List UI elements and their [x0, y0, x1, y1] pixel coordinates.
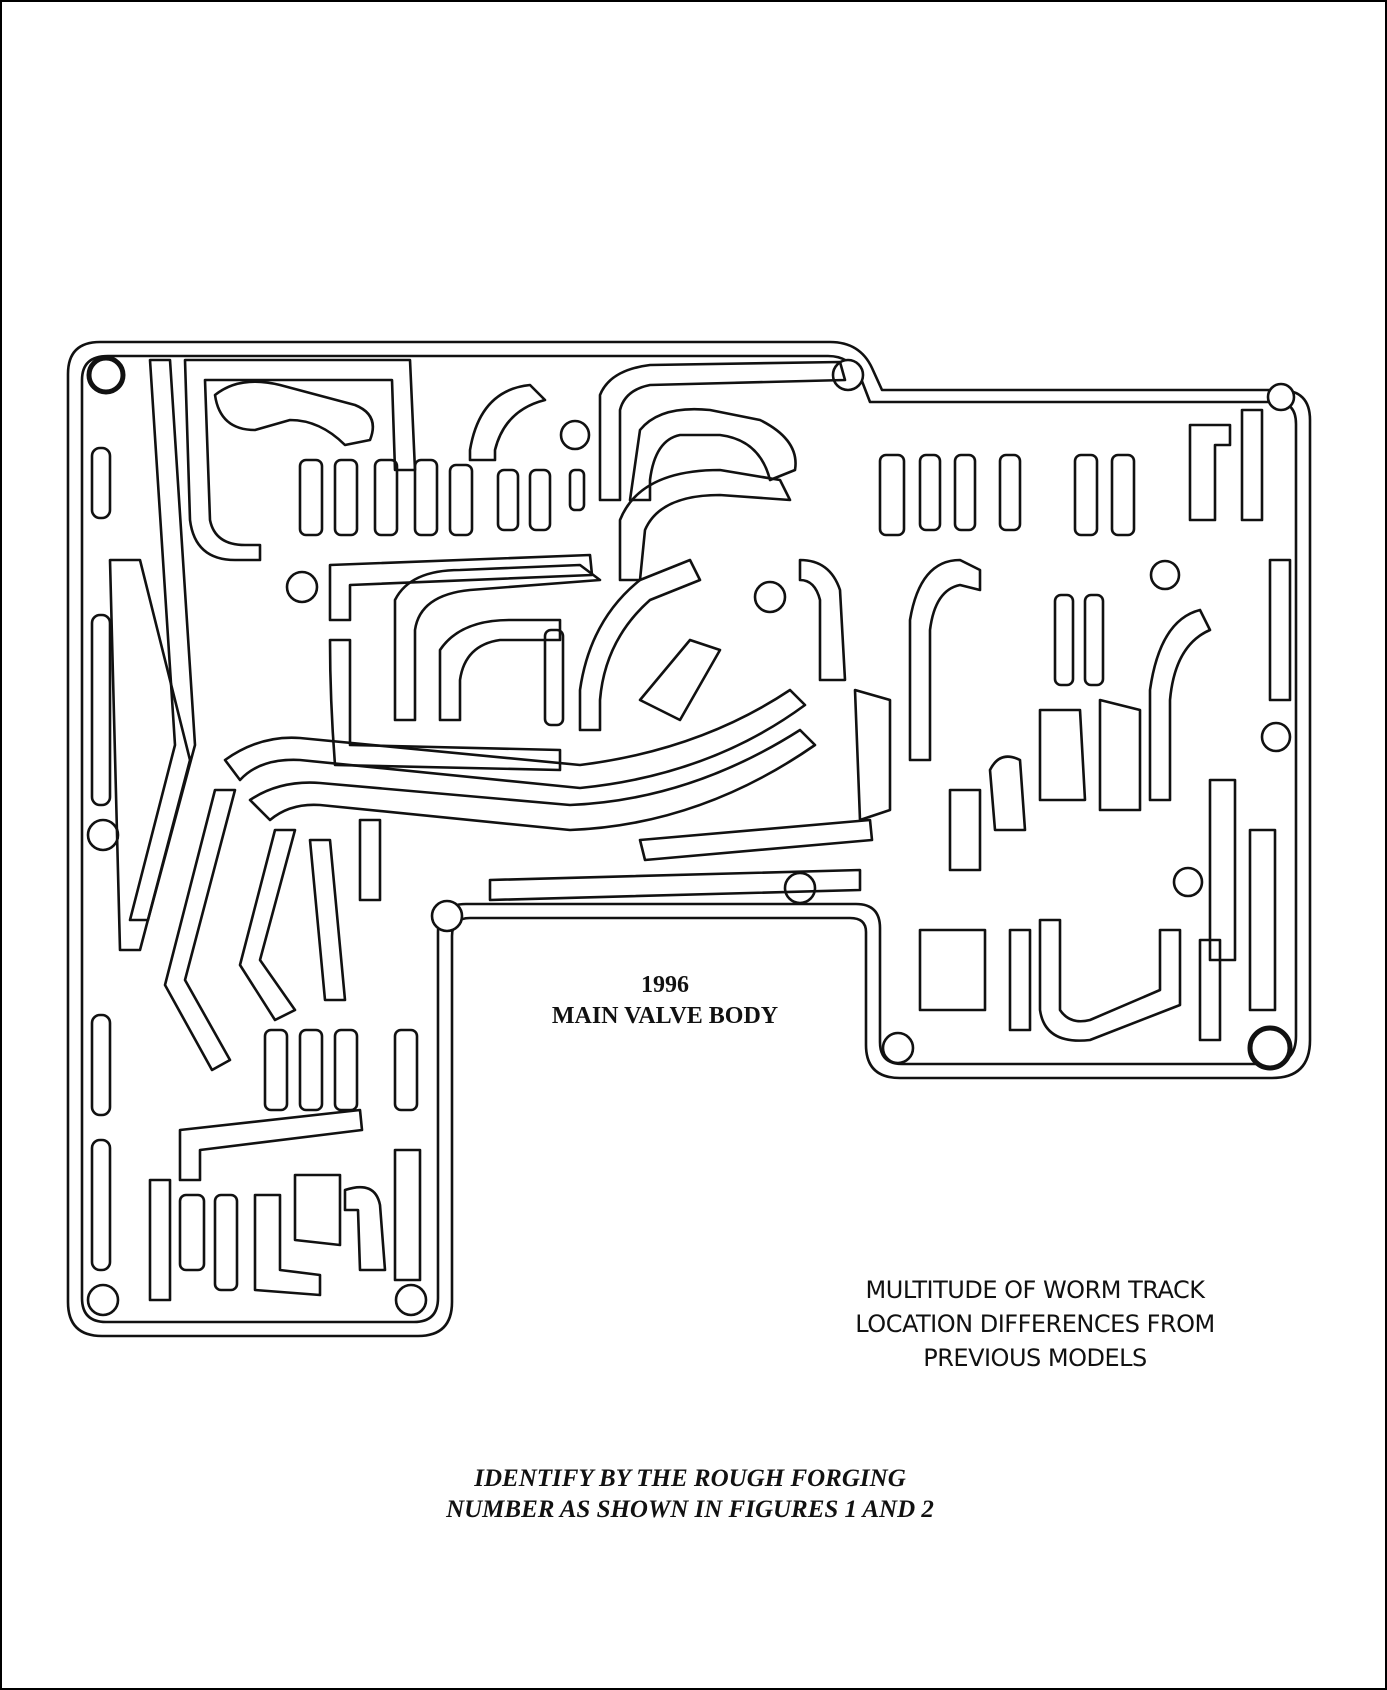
bolt-hole	[1260, 721, 1292, 753]
bolt-hole	[831, 358, 865, 392]
bolt-hole	[881, 1031, 915, 1065]
bolt-hole	[285, 570, 319, 604]
bolt-hole	[559, 419, 591, 451]
diagram-name: MAIN VALVE BODY	[551, 1003, 779, 1029]
instruction-line-1: IDENTIFY BY THE ROUGH FORGING	[474, 1465, 906, 1492]
valve-body-outline	[66, 340, 1312, 1338]
valve-body-inner-border	[80, 354, 1298, 1324]
diagram-note: MULTITUDE OF WORM TRACK LOCATION DIFFERE…	[800, 1273, 1270, 1375]
bolt-hole	[1172, 866, 1204, 898]
identification-instruction: IDENTIFY BY THE ROUGH FORGING NUMBER AS …	[300, 1463, 1080, 1525]
bolt-hole	[86, 818, 120, 852]
bolt-holes	[86, 355, 1296, 1317]
worm-tracks	[90, 358, 1292, 1302]
bolt-hole	[430, 899, 464, 933]
bolt-hole	[86, 1283, 120, 1317]
diagram-year: 1996	[641, 972, 689, 998]
bolt-hole	[753, 580, 787, 614]
note-line-3: PREVIOUS MODELS	[923, 1344, 1147, 1372]
bolt-hole	[394, 1283, 428, 1317]
instruction-line-2: NUMBER AS SHOWN IN FIGURES 1 AND 2	[446, 1496, 934, 1523]
bolt-hole	[86, 355, 126, 395]
bolt-hole	[1149, 559, 1181, 591]
diagram-title: 1996 MAIN VALVE BODY	[515, 970, 815, 1032]
bolt-hole	[783, 871, 817, 905]
note-line-1: MULTITUDE OF WORM TRACK	[865, 1276, 1205, 1304]
bolt-hole	[1266, 382, 1296, 412]
note-line-2: LOCATION DIFFERENCES FROM	[855, 1310, 1215, 1338]
bolt-hole-bold	[1247, 1025, 1293, 1071]
